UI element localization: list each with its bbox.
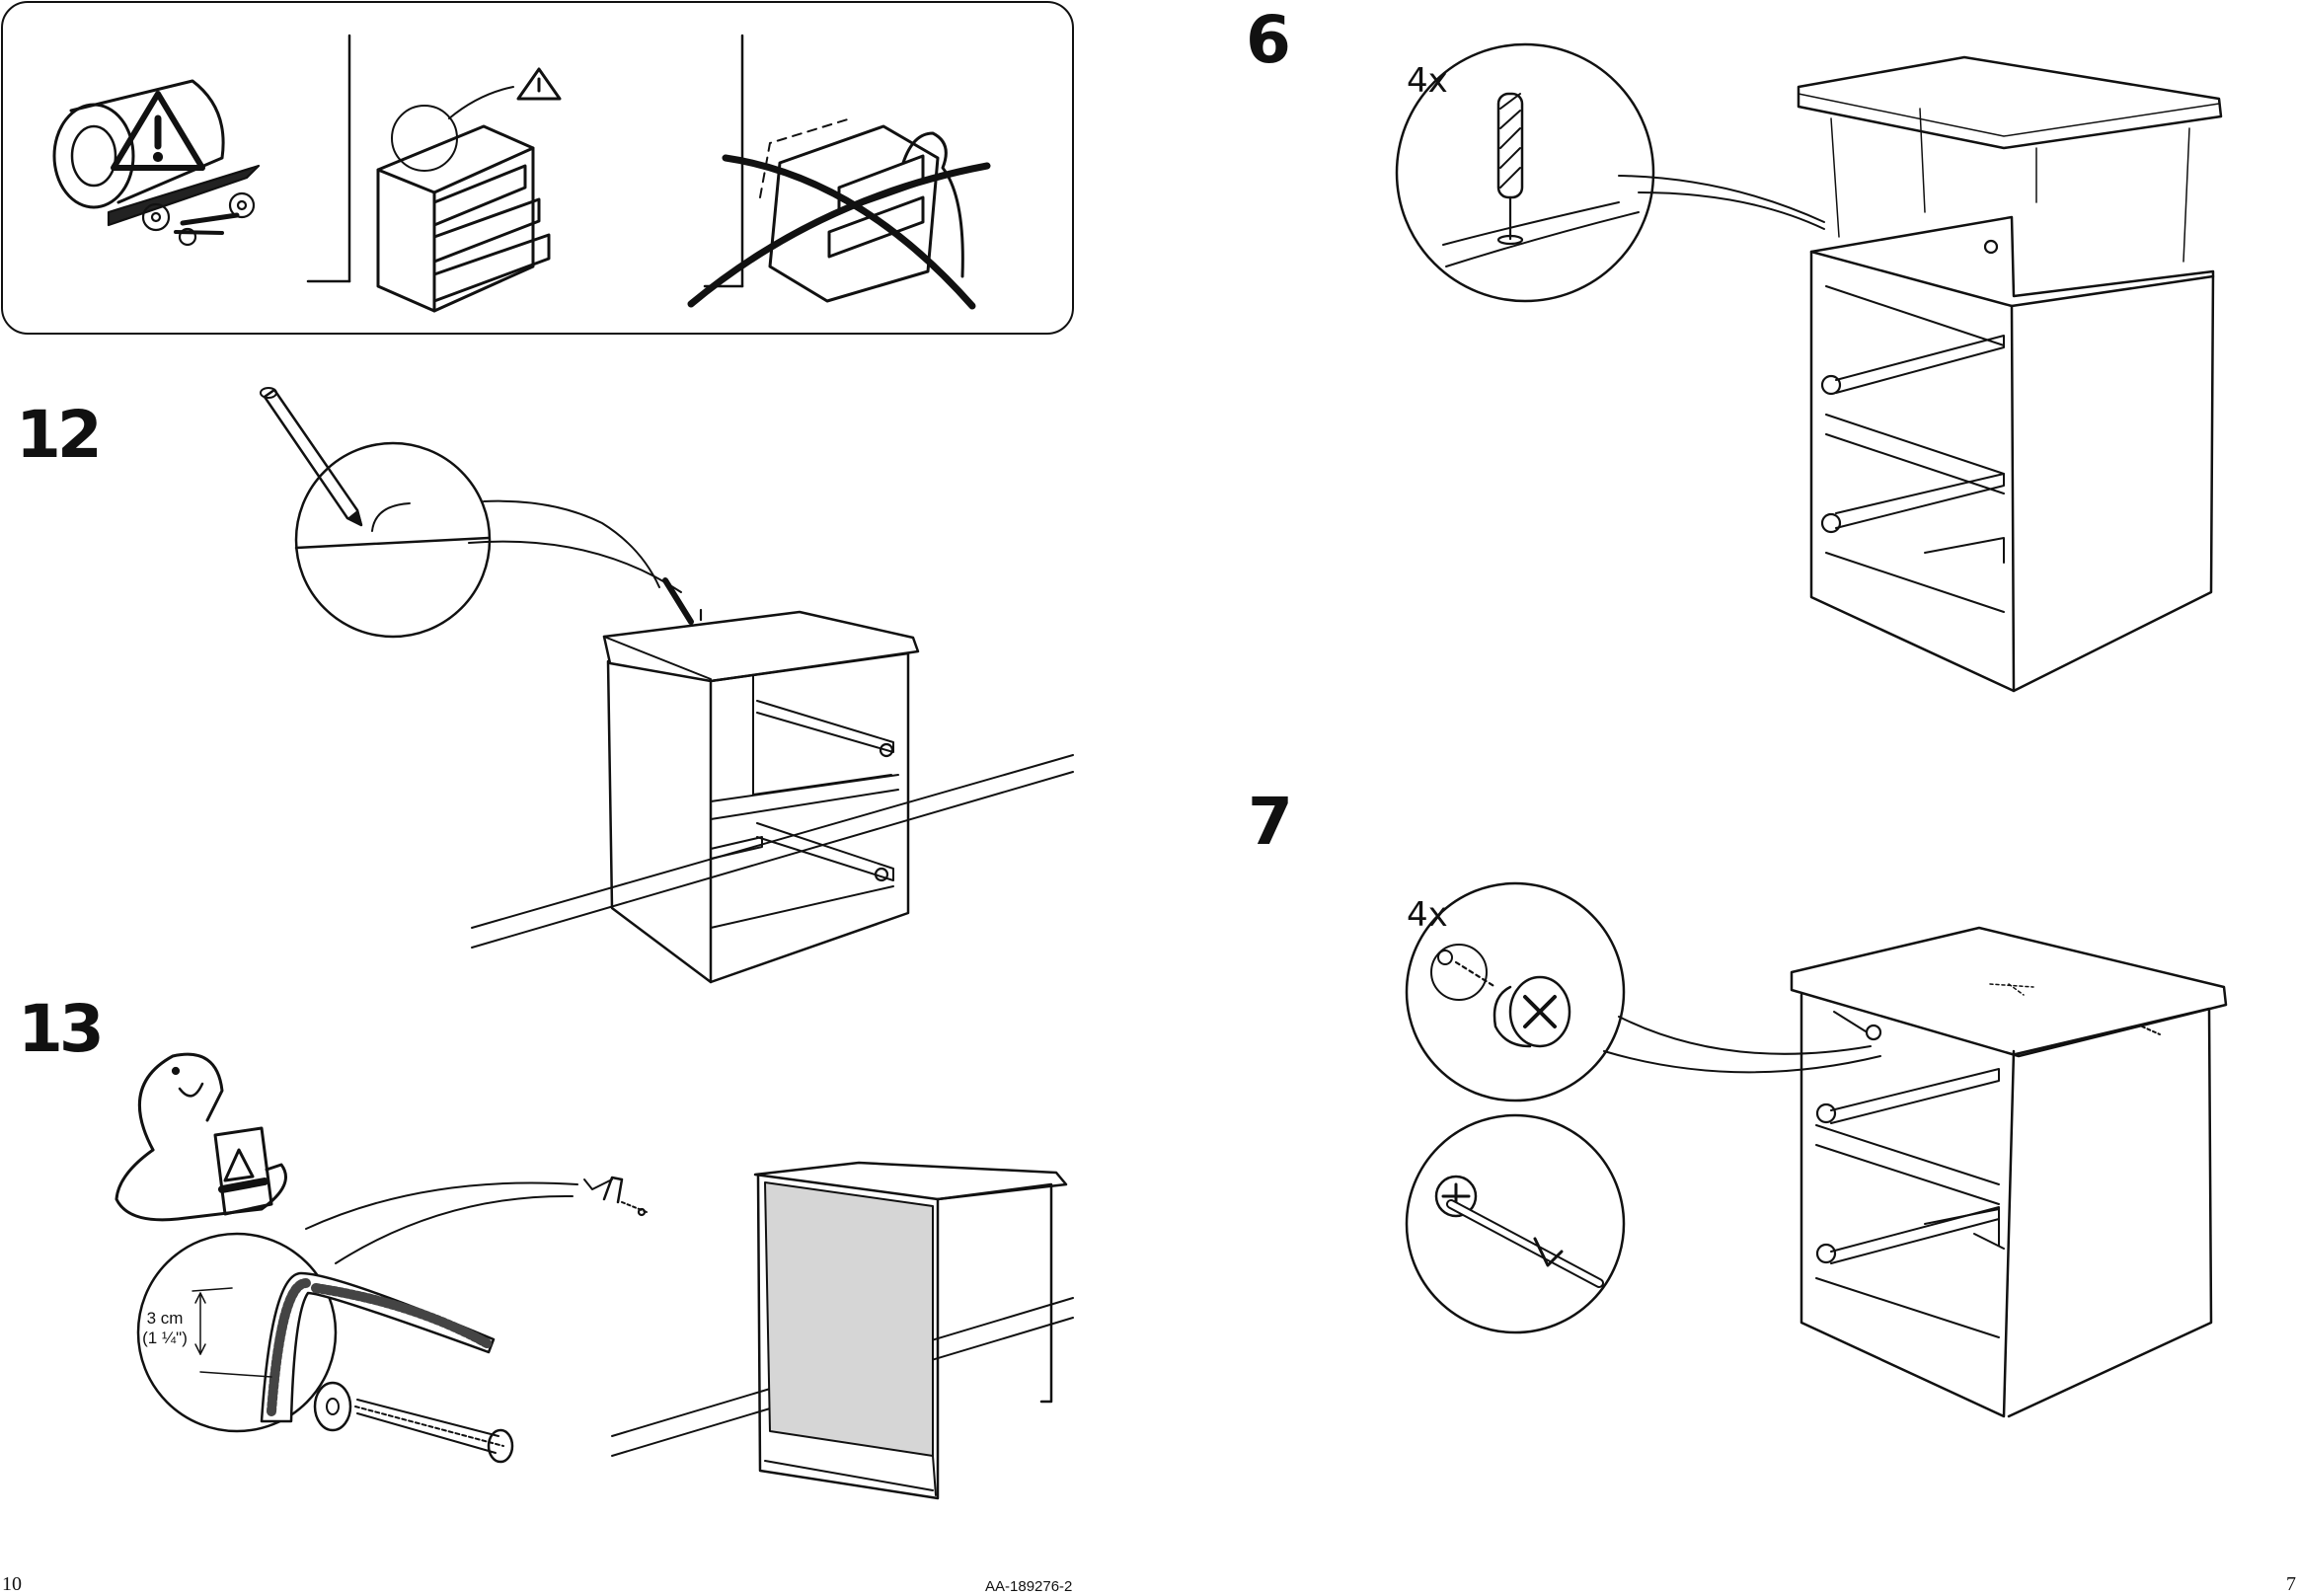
- step-7-quantity: 4x: [1407, 895, 1448, 935]
- measurement-label: 3 cm (1 ¼"): [130, 1309, 199, 1348]
- chest-against-wall-illustration: [308, 36, 560, 311]
- wall-anchor-kit-illustration: [54, 81, 259, 245]
- measurement-metric: 3 cm: [130, 1309, 199, 1329]
- step-13-illustration: [116, 1054, 1073, 1498]
- step-7-number: 7: [1248, 790, 1289, 855]
- left-page-number: 10: [2, 1573, 22, 1596]
- step-7-illustration: [1407, 883, 2226, 1416]
- step-6-number: 6: [1246, 8, 1287, 73]
- step-13-number: 13: [18, 997, 101, 1062]
- document-code: AA-189276-2: [985, 1578, 1072, 1595]
- step-6-illustration: [1397, 44, 2221, 691]
- measurement-imperial: (1 ¼"): [130, 1329, 199, 1348]
- safety-panel: [2, 2, 1073, 334]
- step-12-illustration: [261, 388, 1073, 982]
- tipping-hazard-illustration: [691, 36, 987, 306]
- step-6-quantity: 4x: [1407, 61, 1448, 101]
- right-page-number: 7: [2286, 1573, 2296, 1596]
- step-12-number: 12: [16, 403, 99, 468]
